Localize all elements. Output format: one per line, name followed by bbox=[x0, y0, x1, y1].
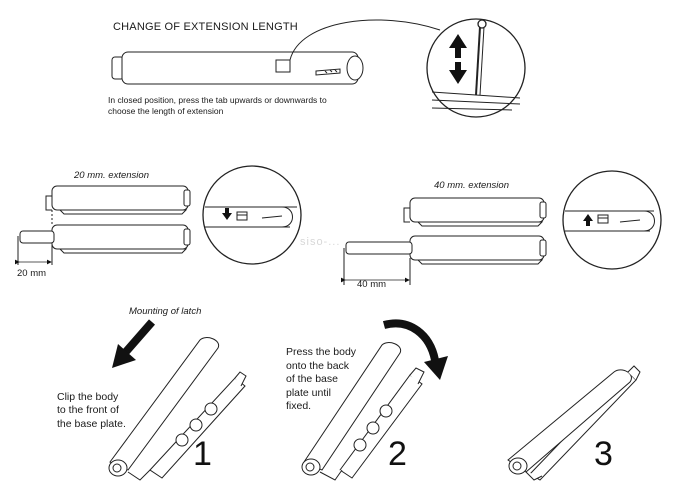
ext40-dimension: 40 mm bbox=[357, 279, 387, 290]
step1-latch-illustration bbox=[108, 337, 247, 481]
arrow-up-icon bbox=[583, 214, 593, 226]
step2-number: 2 bbox=[388, 435, 407, 473]
step1-instruction-line: to the front of bbox=[57, 404, 119, 416]
tab-down-magnifier bbox=[202, 165, 302, 265]
step3-latch-illustration bbox=[507, 365, 641, 481]
ext20-dimension: 20 mm bbox=[17, 268, 47, 279]
note-line-1: In closed position, press the tab upward… bbox=[108, 95, 327, 105]
step1-instruction-line: Clip the body bbox=[57, 391, 119, 403]
step2-instruction-line: onto the back bbox=[286, 360, 350, 372]
tab-up-magnifier bbox=[562, 170, 662, 270]
ext40-label: 40 mm. extension bbox=[434, 180, 509, 191]
press-rotation-arrow-icon bbox=[382, 319, 448, 380]
ext20-label: 20 mm. extension bbox=[74, 170, 149, 181]
latch-top-illustration bbox=[111, 19, 441, 85]
latch-40mm-illustration bbox=[343, 197, 547, 285]
mounting-direction-arrow-icon bbox=[112, 319, 156, 368]
step3-number: 3 bbox=[594, 435, 613, 473]
latch-20mm-illustration bbox=[17, 185, 191, 265]
step1-instruction-line: the base plate. bbox=[57, 418, 126, 430]
step2-instruction-line: plate until bbox=[286, 387, 331, 399]
mounting-label: Mounting of latch bbox=[129, 306, 202, 317]
slot-detail-magnifier bbox=[426, 18, 526, 118]
step1-number: 1 bbox=[193, 435, 212, 473]
arrow-down-icon bbox=[222, 208, 232, 220]
step2-latch-illustration bbox=[301, 342, 425, 481]
step2-instruction-line: fixed. bbox=[286, 400, 312, 412]
up-down-arrow-icon bbox=[449, 34, 467, 84]
note-line-2: choose the length of extension bbox=[108, 106, 224, 116]
watermark: siso-... bbox=[300, 236, 341, 248]
step2-instruction-line: Press the body bbox=[286, 346, 357, 358]
step2-instruction-line: of the base bbox=[286, 373, 338, 385]
page-title: CHANGE OF EXTENSION LENGTH bbox=[113, 21, 298, 33]
